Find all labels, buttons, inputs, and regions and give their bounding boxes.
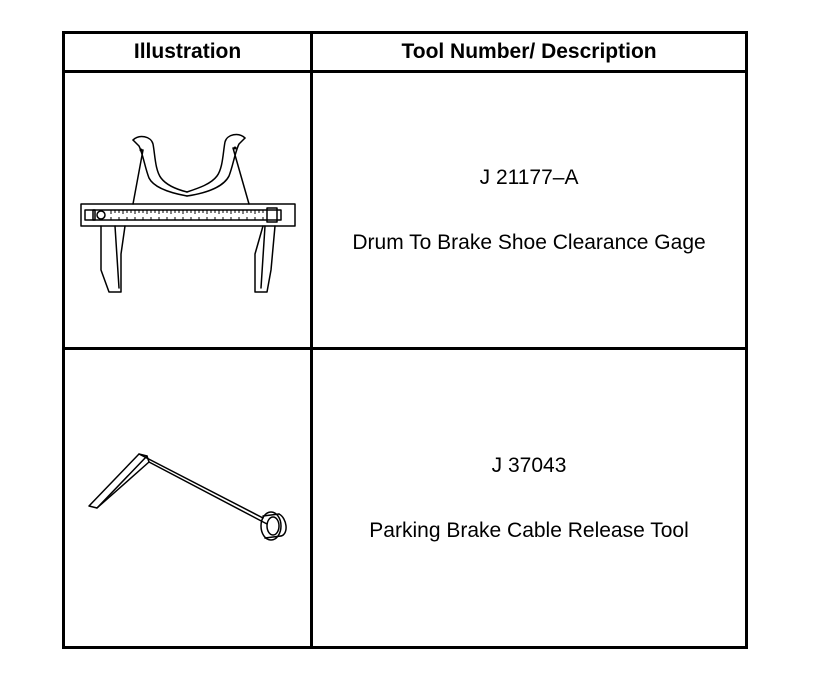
- illustration-cell: [61, 70, 314, 350]
- tool-number: J 21177–A: [479, 166, 579, 189]
- tool-number: J 37043: [491, 454, 567, 477]
- header-tool-description: Tool Number/ Description: [310, 31, 748, 73]
- tool-description: Drum To Brake Shoe Clearance Gage: [352, 231, 706, 254]
- tool-description-cell: J 37043 Parking Brake Cable Release Tool: [310, 347, 748, 649]
- tool-table: Illustration Tool Number/ Description: [61, 31, 748, 649]
- table-row: J 37043 Parking Brake Cable Release Tool: [61, 347, 748, 649]
- header-illustration: Illustration: [61, 31, 314, 73]
- cable-release-tool-drawing: [87, 453, 287, 541]
- tool-description: Parking Brake Cable Release Tool: [369, 519, 689, 542]
- tool-description-cell: J 21177–A Drum To Brake Shoe Clearance G…: [310, 70, 748, 350]
- illustration-cell: [61, 347, 314, 649]
- header-row: Illustration Tool Number/ Description: [61, 31, 748, 73]
- table-row: J 21177–A Drum To Brake Shoe Clearance G…: [61, 70, 748, 350]
- brake-shoe-clearance-gage-drawing: [79, 133, 296, 293]
